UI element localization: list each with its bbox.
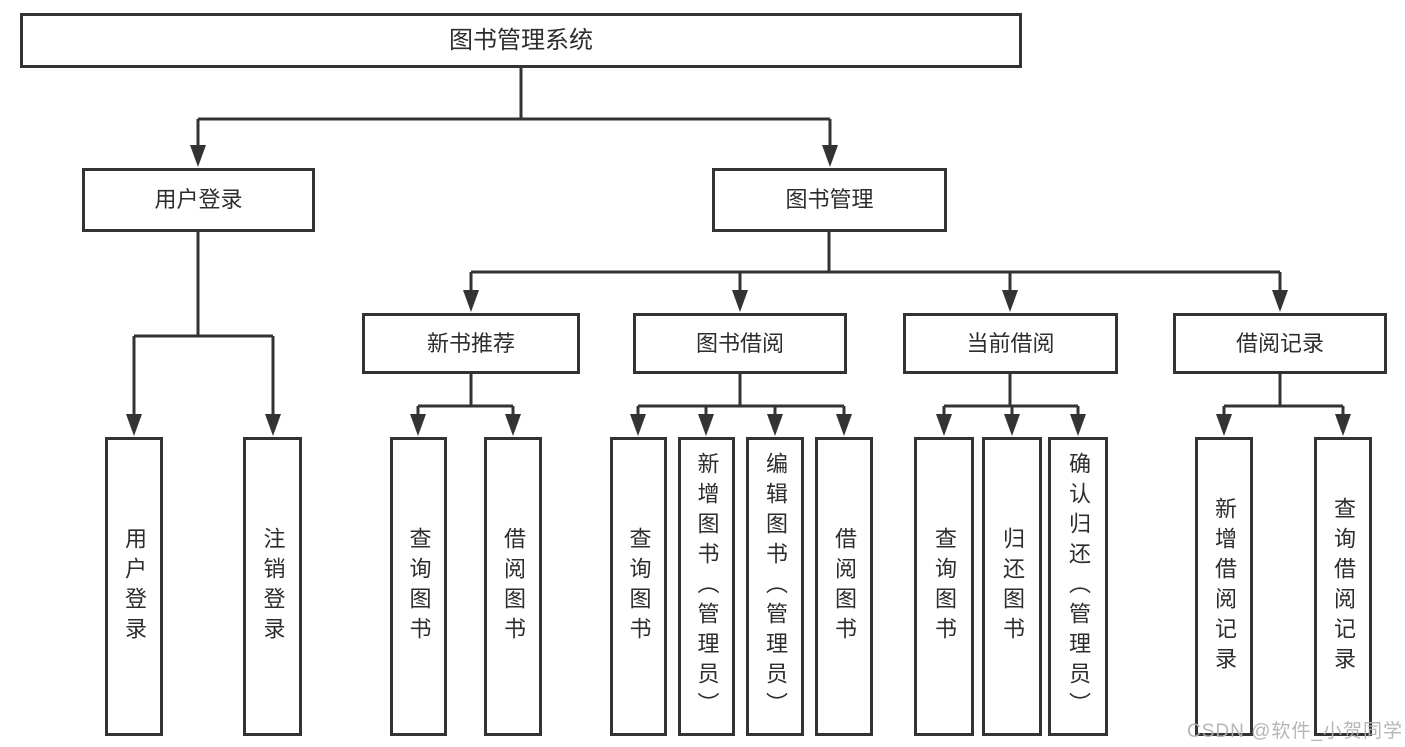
node-library-system: 图书管理系统: [20, 13, 1022, 68]
leaf-newbook-query-book: 查询图书: [390, 437, 447, 736]
leaf-current-query-book-label: 查询图书: [932, 526, 957, 647]
leaf-borrow-borrow-book-label: 借阅图书: [832, 526, 857, 647]
leaf-borrow-borrow-book: 借阅图书: [815, 437, 873, 736]
node-new-book-recommend: 新书推荐: [362, 313, 580, 374]
node-library-system-label: 图书管理系统: [449, 26, 593, 54]
node-user-login-label: 用户登录: [154, 187, 243, 212]
leaf-borrow-edit-book-admin: 编辑图书（管理员）: [746, 437, 804, 736]
leaf-current-confirm-return-admin: 确认归还（管理员）: [1048, 437, 1108, 736]
leaf-borrow-query-book-label: 查询图书: [626, 526, 652, 647]
leaf-logout-login: 注销登录: [243, 437, 302, 736]
node-current-borrow: 当前借阅: [903, 313, 1118, 374]
leaf-current-return-book: 归还图书: [982, 437, 1042, 736]
node-book-borrow: 图书借阅: [633, 313, 847, 374]
leaf-record-add-borrow-record-label: 新增借阅记录: [1212, 496, 1237, 677]
node-book-management: 图书管理: [712, 168, 947, 232]
node-borrow-record: 借阅记录: [1173, 313, 1387, 374]
leaf-borrow-edit-book-admin-label: 编辑图书（管理员）: [763, 451, 788, 722]
leaf-current-confirm-return-admin-label: 确认归还（管理员）: [1066, 451, 1091, 722]
leaf-logout-login-label: 注销登录: [260, 526, 286, 647]
node-new-book-recommend-label: 新书推荐: [426, 330, 515, 356]
leaf-record-add-borrow-record: 新增借阅记录: [1195, 437, 1253, 736]
leaf-newbook-query-book-label: 查询图书: [406, 526, 432, 647]
leaf-borrow-query-book: 查询图书: [610, 437, 667, 736]
leaf-current-query-book: 查询图书: [914, 437, 974, 736]
node-user-login: 用户登录: [82, 168, 315, 232]
node-book-management-label: 图书管理: [785, 187, 874, 212]
node-current-borrow-label: 当前借阅: [966, 330, 1055, 356]
leaf-borrow-add-book-admin: 新增图书（管理员）: [678, 437, 735, 736]
leaf-newbook-borrow-book: 借阅图书: [484, 437, 542, 736]
leaf-record-query-borrow-record: 查询借阅记录: [1314, 437, 1372, 736]
leaf-newbook-borrow-book-label: 借阅图书: [501, 526, 526, 647]
leaf-borrow-add-book-admin-label: 新增图书（管理员）: [694, 451, 720, 722]
csdn-watermark: CSDN @软件_小贺同学: [1187, 721, 1403, 742]
leaf-record-query-borrow-record-label: 查询借阅记录: [1331, 496, 1356, 677]
leaf-user-login-label: 用户登录: [122, 526, 147, 647]
leaf-current-return-book-label: 归还图书: [1000, 526, 1025, 647]
node-borrow-record-label: 借阅记录: [1235, 330, 1324, 356]
leaf-user-login: 用户登录: [105, 437, 163, 736]
node-book-borrow-label: 图书借阅: [695, 330, 784, 356]
